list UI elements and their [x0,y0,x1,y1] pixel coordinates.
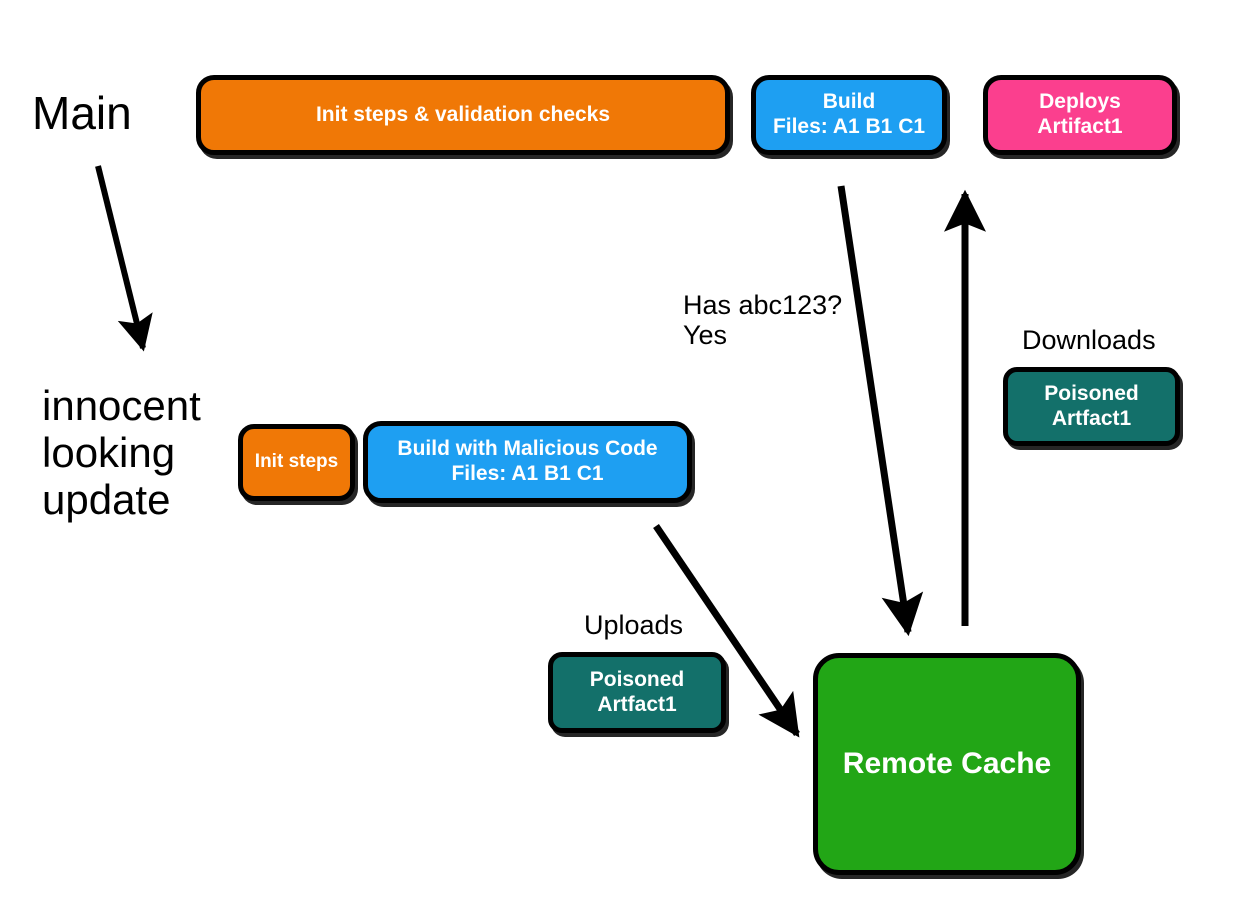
node-main-deploys-artifact[interactable]: Deploys Artifact1 [983,75,1177,155]
edge-label-uploads: Uploads [584,610,684,640]
arrow-build-to-cache [837,185,924,637]
lane-label-branch: innocent looking update [42,382,201,524]
edge-label-downloads: Downloads [1022,325,1156,355]
node-main-build[interactable]: Build Files: A1 B1 C1 [751,75,947,155]
lane-label-main: Main [32,87,132,139]
node-branch-build-malicious[interactable]: Build with Malicious Code Files: A1 B1 C… [363,421,692,503]
arrow-main-to-branch [95,165,153,352]
node-poisoned-artifact-uploaded[interactable]: Poisoned Artfact1 [548,652,726,733]
node-main-init-steps[interactable]: Init steps & validation checks [196,75,730,155]
edge-label-cache-query: Has abc123? Yes [683,290,843,351]
node-branch-init-steps[interactable]: Init steps [238,424,355,501]
node-poisoned-artifact-downloaded[interactable]: Poisoned Artfact1 [1003,367,1180,446]
node-remote-cache[interactable]: Remote Cache [813,653,1081,875]
